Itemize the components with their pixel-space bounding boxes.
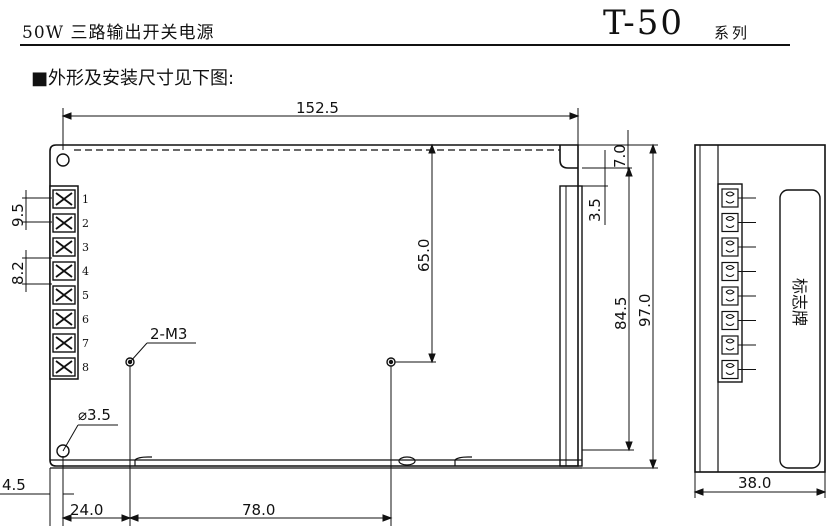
right-flange [559,185,583,467]
side-terminal [721,286,756,306]
side-outline [694,144,826,473]
terminal-number: 3 [82,241,89,254]
dim-depth: 38.0 [738,474,771,492]
side-terminal [721,335,756,355]
model-number: T-50 [603,3,685,43]
case-outline [49,144,579,467]
terminal-screw [52,213,76,233]
terminal-screw [52,309,76,329]
dim-hole-spacing-vertical: 84.5 [612,297,630,330]
drawing-subtitle: ■外形及安装尺寸见下图: [31,68,235,89]
nameplate-frame [779,189,821,469]
terminal-number: 4 [82,265,89,278]
dim-hole-diameter: ⌀3.5 [78,406,111,424]
mount-hole-top-left [56,153,70,167]
mount-slot [559,145,578,169]
side-terminal [721,188,756,208]
dim-slot-width: 3.5 [586,198,604,222]
terminal-screw [52,261,76,281]
terminal-number: 5 [82,289,89,302]
terminal-block [49,185,79,380]
terminal-screw [52,333,76,353]
side-terminal [721,237,756,257]
dim-pitch-b: 8.2 [9,261,27,285]
terminal-screw [52,189,76,209]
product-title: 50W 三路输出开关电源 [22,23,215,43]
front-view [49,144,583,469]
terminal-screw [52,285,76,305]
terminal-screw [52,237,76,257]
dim-hole-x2: 78.0 [242,501,275,519]
nameplate-label: 标志牌 [790,278,809,326]
terminal-number: 7 [82,337,89,350]
dim-slot-offset: 7.0 [611,144,629,168]
terminal-number: 8 [82,361,89,374]
side-terminal-block [717,183,743,383]
dim-hole-vertical: 65.0 [415,239,433,272]
dim-hole-x1: 24.0 [70,501,103,519]
side-terminal [721,261,756,282]
dim-screw-note: 2-M3 [150,325,187,343]
terminal-screw [52,357,76,377]
side-terminal [721,212,756,233]
terminal-number: 2 [82,217,89,230]
terminal-number: 1 [82,193,89,206]
dim-left-offset: 4.5 [2,476,26,494]
side-view [693,144,826,498]
dim-height: 97.0 [636,294,654,327]
side-terminal [721,359,756,380]
dim-pitch-a: 9.5 [9,203,27,227]
dim-length: 152.5 [296,99,339,117]
dimension-lines [0,108,658,526]
side-terminal [721,310,756,331]
terminal-number: 6 [82,313,89,326]
terminal-numbers: 1 2 3 4 5 6 7 8 [82,193,89,374]
series-label: 系列 [714,24,751,42]
